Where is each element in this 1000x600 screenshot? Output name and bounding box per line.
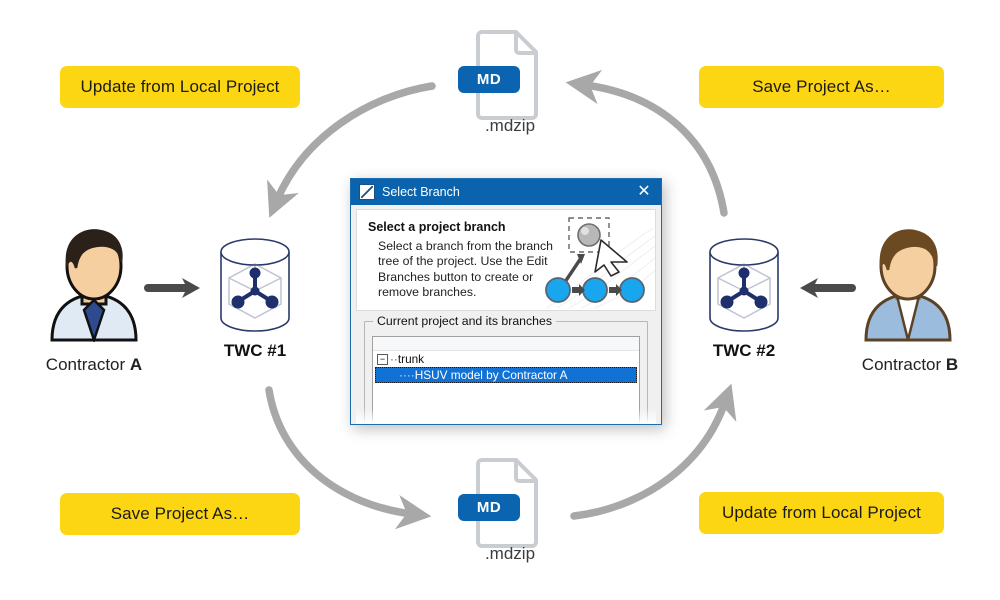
arrow-bottom-right-curve — [570, 383, 737, 520]
dialog-titlebar: Select Branch ✕ — [351, 179, 661, 205]
label-update-from-local-project-bottom[interactable]: Update from Local Project — [699, 492, 944, 534]
pill-text: Update from Local Project — [721, 503, 922, 522]
contractor-b-name: Contractor — [861, 355, 942, 374]
dialog-bottom-fade — [356, 408, 656, 424]
contractor-b-letter: B — [945, 355, 959, 374]
branch-illustration — [545, 217, 655, 309]
contractor-a-letter: A — [129, 355, 143, 374]
pill-text: Update from Local Project — [80, 77, 280, 96]
contractor-b-avatar — [852, 222, 964, 342]
dialog-title: Select Branch — [382, 185, 460, 199]
arrow-top-right-curve — [565, 69, 728, 217]
md-badge-bottom: MD — [458, 494, 520, 521]
tree-row-trunk[interactable]: − ·· trunk — [373, 351, 639, 367]
contractor-a-label: Contractor A — [20, 355, 168, 375]
tree-connector-dots: ···· — [399, 368, 415, 382]
arrow-contractor-b-to-twc2 — [800, 278, 856, 298]
arrow-bottom-left-curve — [265, 386, 432, 530]
dialog-description: Select a branch from the branch tree of … — [378, 239, 553, 300]
arrow-contractor-a-to-twc1 — [144, 278, 200, 298]
pill-text: Save Project As… — [752, 77, 891, 96]
md-badge-top: MD — [458, 66, 520, 93]
mdzip-caption-top: .mdzip — [484, 116, 536, 135]
branches-groupbox-title: Current project and its branches — [373, 314, 556, 328]
pill-text: Save Project As… — [110, 504, 250, 523]
contractor-a-avatar — [38, 222, 150, 344]
person-avatar-icon — [50, 229, 138, 344]
person-avatar-icon — [864, 229, 952, 342]
collapse-toggle-icon[interactable]: − — [377, 353, 388, 365]
database-cylinder-icon — [220, 238, 290, 332]
select-branch-dialog[interactable]: Select Branch ✕ Select a project branch … — [350, 178, 662, 425]
contractor-a-name: Contractor — [45, 355, 126, 374]
md-badge-text: MD — [476, 71, 502, 88]
dialog-heading: Select a project branch — [368, 220, 506, 234]
label-save-project-as-bottom[interactable]: Save Project As… — [60, 493, 300, 535]
close-icon[interactable]: ✕ — [637, 183, 651, 200]
twc-server-2-label: TWC #2 — [712, 341, 776, 360]
twc-server-1-label: TWC #1 — [223, 341, 287, 360]
tree-row-branch-label: HSUV model by Contractor A — [414, 368, 568, 382]
dialog-body: Current project and its branches − ·· tr… — [356, 314, 656, 424]
mdzip-file-top: MD — [458, 28, 550, 138]
twc-server-1-icon — [213, 238, 298, 338]
magicdraw-app-icon — [359, 184, 375, 200]
contractor-b-label: Contractor B — [836, 355, 984, 375]
arrow-top-left-curve — [267, 82, 436, 218]
database-cylinder-icon — [709, 238, 779, 332]
twc-server-2-icon — [702, 238, 787, 338]
tree-connector-dots: ·· — [390, 352, 398, 366]
tree-row-trunk-label: trunk — [397, 352, 425, 366]
mdzip-file-bottom: MD — [458, 456, 550, 566]
md-badge-text: MD — [476, 499, 502, 516]
label-save-project-as-top[interactable]: Save Project As… — [699, 66, 944, 108]
tree-row-branch-selected[interactable]: ···· HSUV model by Contractor A — [375, 367, 637, 383]
mdzip-caption-bottom: .mdzip — [484, 544, 536, 563]
label-update-from-local-project-top[interactable]: Update from Local Project — [60, 66, 300, 108]
dialog-header-panel: Select a project branch Select a branch … — [356, 209, 656, 311]
tree-header-row — [373, 337, 639, 351]
